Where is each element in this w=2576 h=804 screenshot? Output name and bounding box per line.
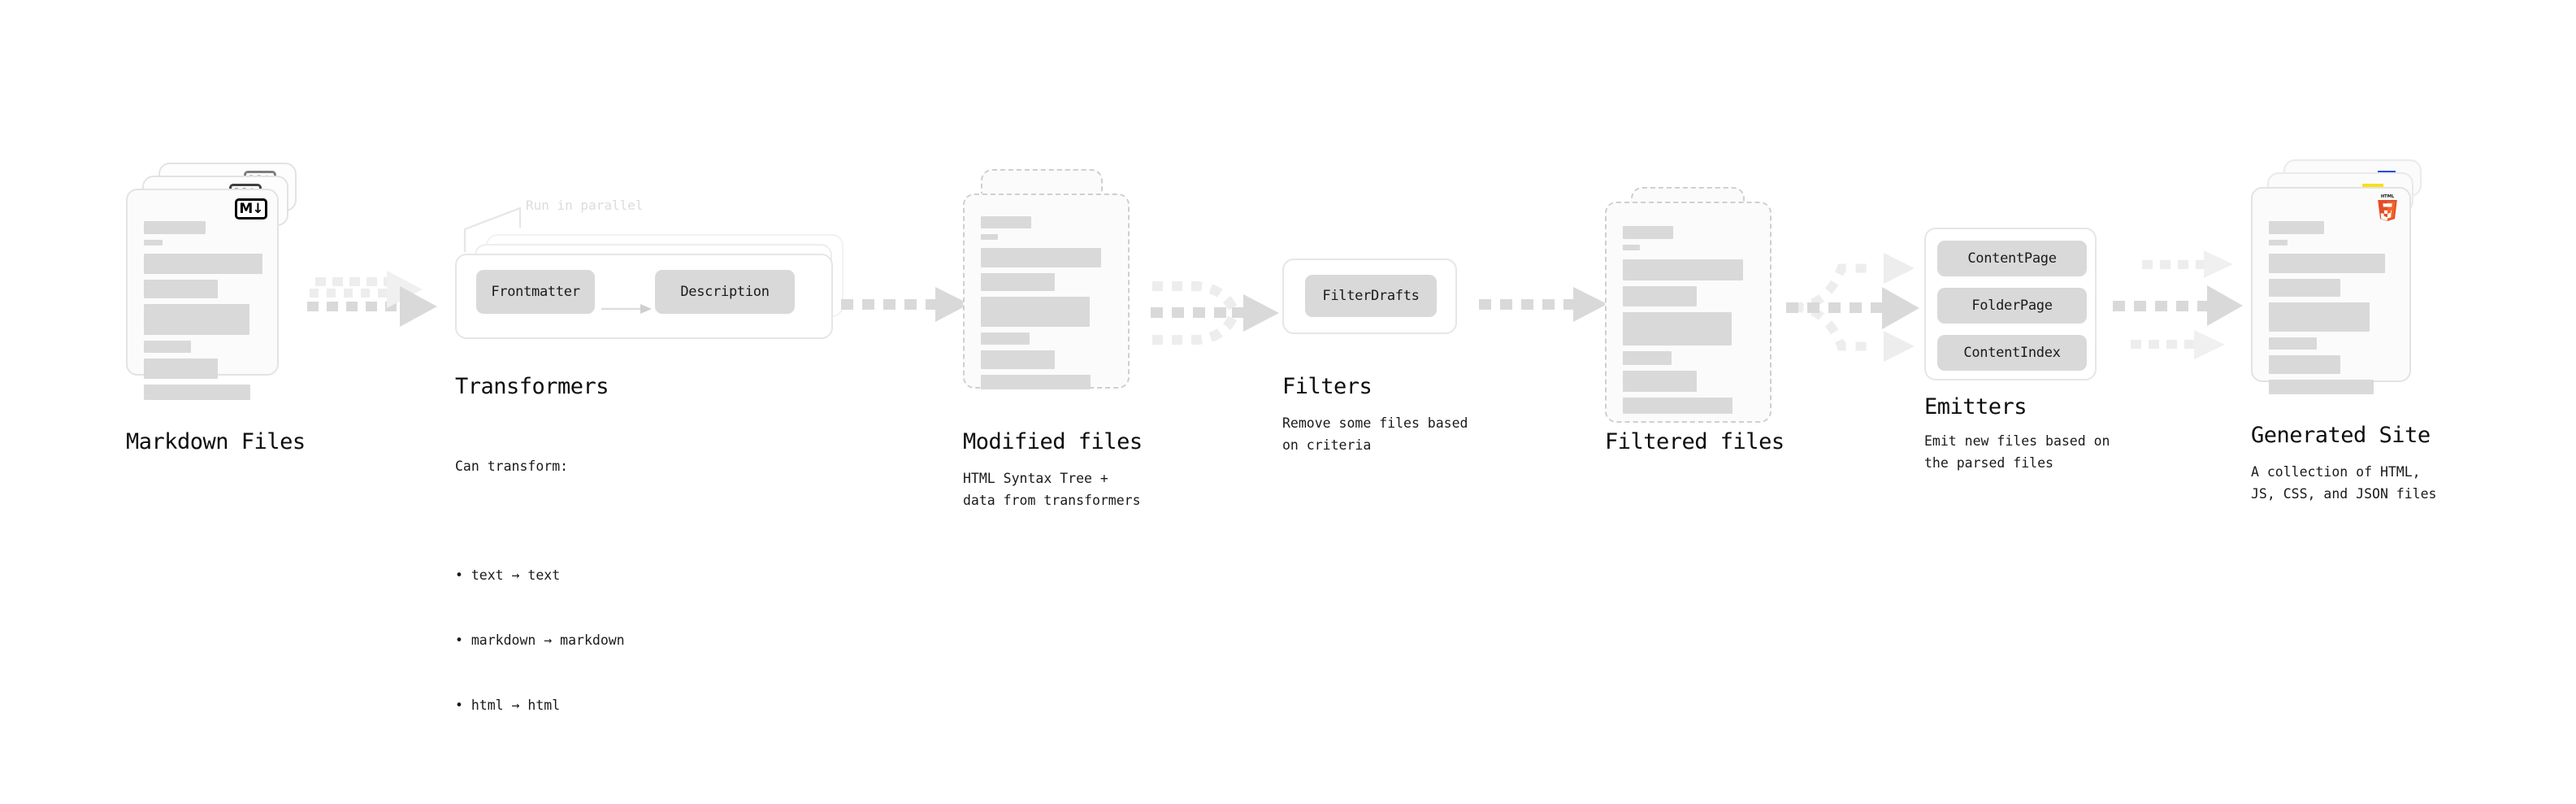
generated-file-card-front: HTML <box>2251 187 2411 394</box>
filtered-file-content <box>1623 226 1755 419</box>
generated-file-content <box>2269 221 2395 400</box>
transformer-inner-arrow-layer-1 <box>601 304 652 314</box>
transformers-description-line: Can transform: <box>455 458 569 475</box>
filters-description: Remove some files based on criteria <box>1282 415 1468 453</box>
modified-files-heading: Modified files <box>963 429 1143 454</box>
transformers-heading: Transformers <box>455 374 609 399</box>
generated-site-description: A collection of HTML, JS, CSS, and JSON … <box>2251 464 2437 502</box>
emitter-pill-contentpage[interactable]: ContentPage <box>1937 241 2087 276</box>
emitters-description: Emit new files based on the parsed files <box>1924 433 2110 471</box>
markdown-file-content <box>144 221 262 406</box>
filter-pill-filterdrafts[interactable]: FilterDrafts <box>1305 275 1437 317</box>
filtered-files-stack <box>1605 187 1784 431</box>
filtered-file-card-front <box>1605 202 1772 423</box>
transformers-bullet-2: html → html <box>455 695 625 717</box>
transformer-pill-description[interactable]: Description <box>655 270 795 314</box>
filters-heading: Filters <box>1282 374 1373 399</box>
transformers-bullet-1: markdown → markdown <box>455 630 625 652</box>
emitters-box: ContentPage FolderPage ContentIndex <box>1924 228 2097 380</box>
transformer-box-layer-1: Frontmatter Description <box>455 254 833 339</box>
emitters-heading: Emitters <box>1924 394 2027 419</box>
modified-file-card-front <box>963 193 1130 389</box>
run-in-parallel-label: Run in parallel <box>526 198 644 213</box>
emitter-pill-contentindex[interactable]: ContentIndex <box>1937 335 2087 371</box>
markdown-file-card-front: M↓ <box>126 189 279 400</box>
markdown-files-stack: M↓ M↓ M↓ <box>126 163 305 415</box>
generated-site-heading: Generated Site <box>2251 423 2431 448</box>
filtered-files-heading: Filtered files <box>1605 429 1785 454</box>
emitter-pill-folderpage[interactable]: FolderPage <box>1937 288 2087 324</box>
markdown-badge-front: M↓ <box>235 198 267 219</box>
modified-files-description: HTML Syntax Tree + data from transformer… <box>963 471 1141 508</box>
html5-badge: HTML <box>2378 194 2397 221</box>
connector-filters-to-filtered <box>1479 287 1607 322</box>
connector-emitters-to-site <box>2113 250 2243 359</box>
transformer-pill-frontmatter[interactable]: Frontmatter <box>476 270 595 314</box>
transformers-bullet-list: text → text markdown → markdown html → h… <box>455 522 625 761</box>
connector-modified-to-filters <box>1151 281 1279 345</box>
run-in-parallel-bracket <box>463 206 522 252</box>
modified-file-content <box>981 216 1113 395</box>
connector-filtered-to-emitters <box>1786 253 1919 362</box>
pipeline-diagram: M↓ M↓ M↓ Markdown Files <box>0 0 2576 681</box>
connector-markdown-to-transformers <box>307 271 437 327</box>
html5-badge-wordmark: HTML <box>2381 194 2395 199</box>
transformers-bullet-0: text → text <box>455 565 625 587</box>
transformers-description: Can transform: text → text markdown → ma… <box>455 413 625 804</box>
connector-transformers-to-modified <box>841 287 969 322</box>
filters-box: FilterDrafts <box>1282 259 1457 334</box>
generated-site-stack: HTML <box>2251 159 2438 419</box>
modified-files-stack <box>963 169 1142 429</box>
markdown-files-heading: Markdown Files <box>126 429 306 454</box>
